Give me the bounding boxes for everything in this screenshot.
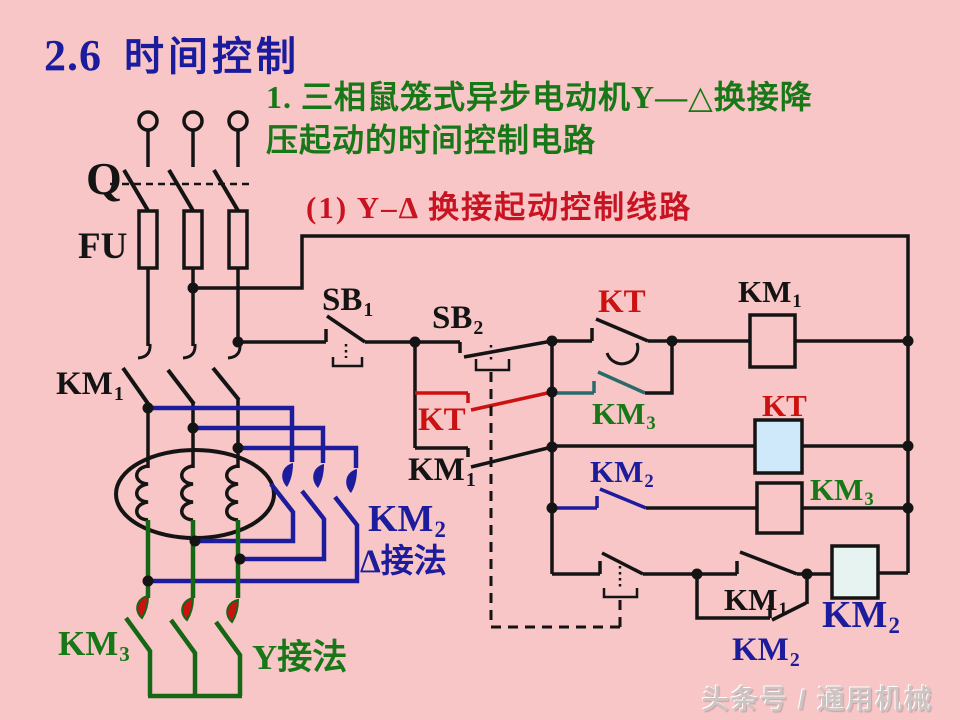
winding-icon [135,464,149,522]
km3-nc-contact [552,370,646,395]
y-wiring-km3 [124,520,243,699]
terminal-icon [182,110,204,132]
label-km2-delta-contacts: KM2 [368,498,446,543]
label-kt-coil: KT [762,388,807,423]
pushbutton-sb2 [415,339,553,372]
label-km1-aux: KM1 [408,452,476,491]
control-circuit [324,313,908,629]
label-kt-nc-contact: KT [598,284,646,320]
fuses-fu [137,209,249,270]
watermark: 头条号 / 通用机械 [702,685,934,715]
label-km3-nc-contact: KM3 [592,396,656,435]
sb2-nc-linked-contact [552,551,644,599]
section-number: 2.6 [44,31,102,80]
km1-coil [748,313,797,369]
time-delay-arc-icon [605,342,640,366]
label-km2-aux-contact: KM2 [590,454,654,493]
kt-nc-delayed-contact [552,317,649,366]
supply-terminals [137,110,249,167]
km3-coil [755,481,804,535]
label-delta-connection: Δ接法 [360,544,447,580]
label-fuse-fu: FU [78,226,128,267]
km2-coil [830,544,880,600]
heading-topic: 1. 三相鼠笼式异步电动机Y—△换接降 压起动的时间控制电路 [266,79,813,158]
phase-wires [146,268,240,346]
km3-fixed-contact-icons [136,594,240,624]
km1-holding-contact [415,445,553,469]
fuse-icon [182,209,204,270]
label-km1-coil: KM1 [738,274,802,313]
label-sb1: SB1 [322,282,374,321]
winding-icon [225,464,239,522]
label-km1-nc-interlock: KM1 [724,582,788,621]
section-title: 时间控制 [124,34,300,79]
kt-no-contact [415,390,553,412]
page-title: 2.6 时间控制 [44,24,300,82]
kt-coil [753,418,804,475]
fuse-icon [227,209,249,270]
label-switch-q: Q [86,153,122,204]
km1-nc-interlock-contact [735,550,798,576]
label-km3-coil: KM3 [810,472,874,511]
km2-fixed-contact-icons [282,463,357,493]
heading-subtopic: (1) Y–Δ 换接起动控制线路 [306,190,693,225]
km2-main-blades [269,482,359,527]
label-km1-main: KM1 [56,366,124,405]
km2-aux-contact [552,487,647,510]
switch-q [110,168,250,216]
delta-wiring-km2 [148,405,360,584]
label-kt-no-contact: KT [418,402,466,438]
control-feed-top [193,234,910,573]
label-km2-coil: KM2 [822,594,900,639]
pushbutton-sb1 [324,314,415,368]
label-km2-holding-contact: KM2 [732,632,800,671]
label-sb2: SB2 [432,300,484,339]
terminal-icon [227,110,249,132]
sb2-mechanical-link [489,372,622,629]
motor [114,448,276,540]
winding-icon [180,464,194,522]
terminal-icon [137,110,159,132]
km3-main-blades [124,616,242,657]
junction-dots [142,282,914,587]
label-km3-y-contacts: KM3 [58,624,130,666]
label-y-connection: Y接法 [252,638,348,677]
fuse-icon [137,209,159,270]
